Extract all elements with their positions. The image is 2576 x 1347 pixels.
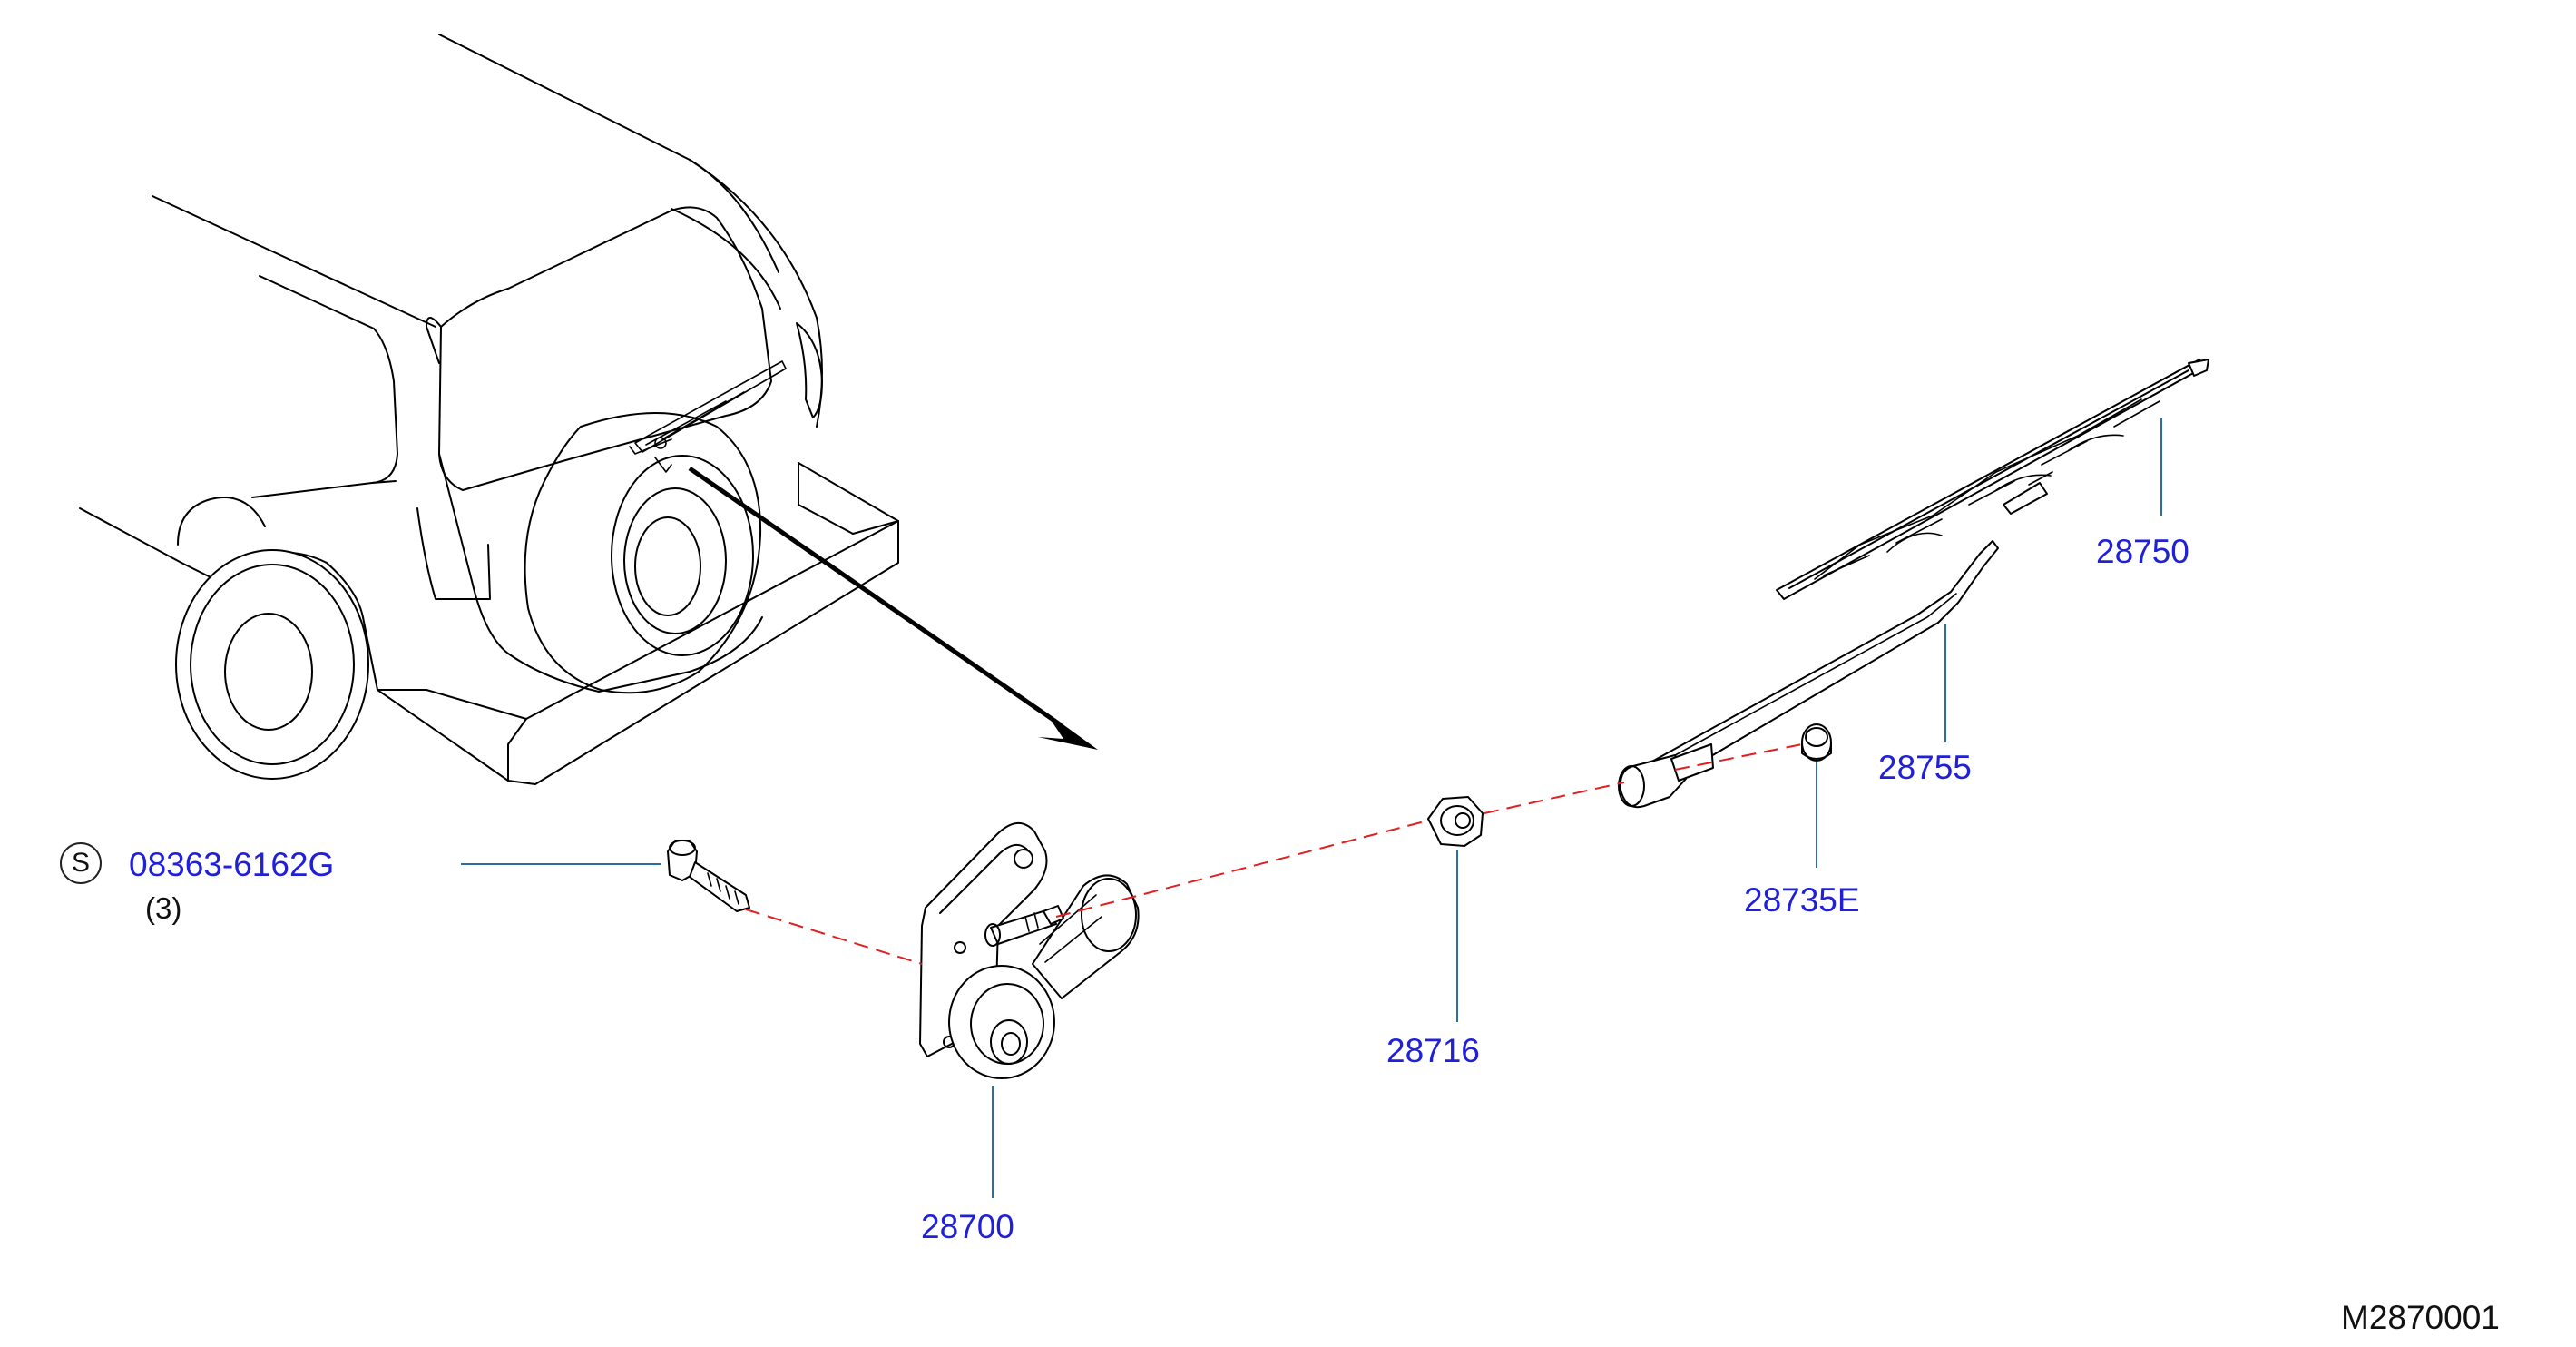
nut-28735e-illustration — [1801, 723, 1832, 762]
part-label-28735e[interactable]: 28735E — [1744, 881, 1860, 919]
part-label-28700[interactable]: 28700 — [921, 1208, 1014, 1245]
wiper-blade-illustration — [1776, 359, 2209, 600]
assembly-axis-lines — [745, 743, 1803, 965]
wiper-arm-illustration — [1618, 540, 1999, 809]
s-standard-part-badge: S — [60, 842, 102, 884]
screw-illustration — [667, 840, 750, 912]
leader-lines — [461, 418, 2162, 1198]
rear-bumper-illustration — [377, 462, 899, 785]
spare-tire-illustration — [524, 412, 762, 694]
wiper-motor-illustration — [919, 822, 1140, 1079]
part-label-28755[interactable]: 28755 — [1878, 749, 1972, 786]
part-label-28750[interactable]: 28750 — [2096, 533, 2189, 570]
wheel-illustration — [175, 549, 369, 780]
screw-part-number-label[interactable]: 08363-6162G — [129, 846, 335, 883]
part-label-28716[interactable]: 28716 — [1386, 1032, 1480, 1069]
diagram-code: M2870001 — [2341, 1299, 2500, 1336]
rear-wiper-on-vehicle — [629, 360, 787, 473]
screw-quantity-label: (3) — [145, 891, 182, 925]
vehicle-rear-illustration — [79, 34, 899, 785]
nut-28716-illustration — [1427, 796, 1484, 847]
detail-arrow — [688, 466, 1098, 750]
